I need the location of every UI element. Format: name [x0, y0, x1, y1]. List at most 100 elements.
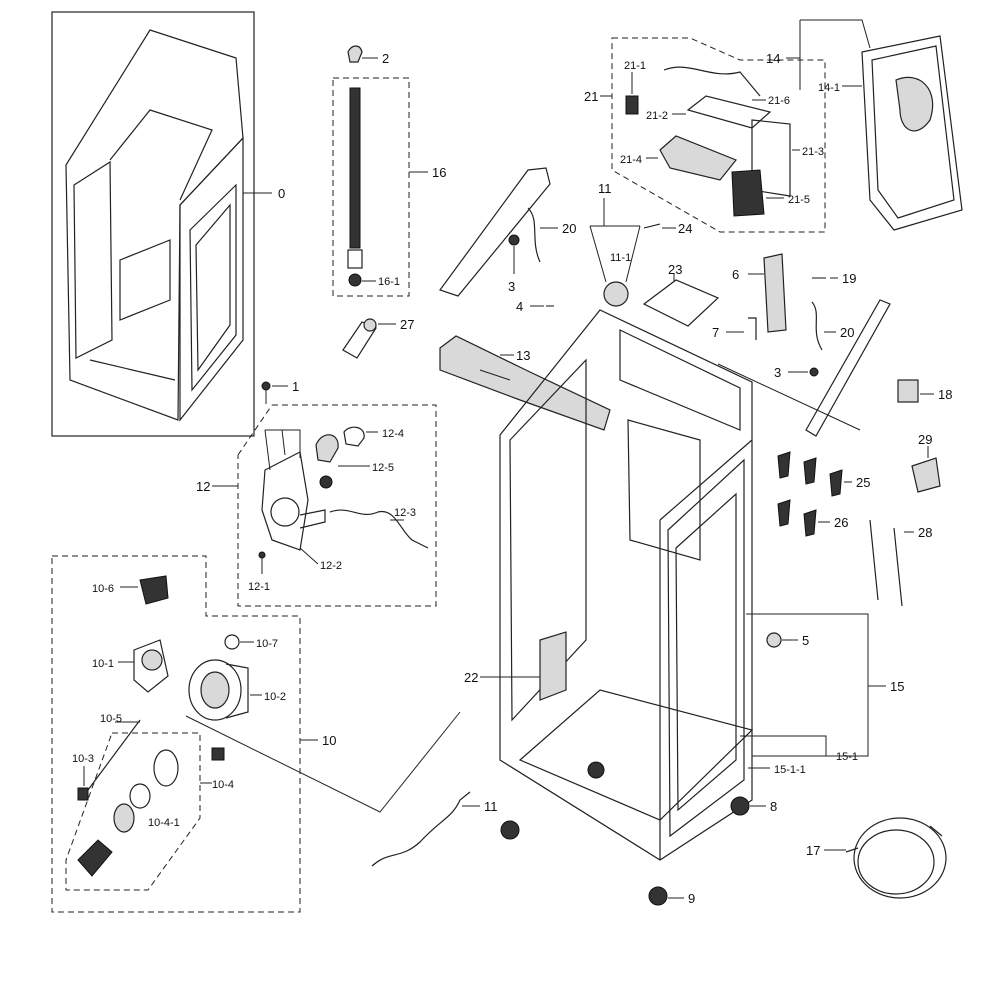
callout-12-5: 12-5: [372, 462, 394, 474]
cabinet-inset: [51, 11, 255, 437]
callout-10-4-1: 10-4-1: [148, 817, 180, 829]
spring-20b: [811, 301, 823, 351]
callout-17: 17: [806, 843, 820, 858]
sensor-21-1: [625, 95, 639, 115]
harness-11: [371, 791, 471, 867]
cabinet-assembly-0: [65, 29, 244, 421]
foot-5: [766, 632, 782, 648]
callout-24: 24: [678, 221, 692, 236]
callout-6: 6: [732, 267, 739, 282]
ring-10-7: [224, 634, 240, 650]
callout-1: 1: [292, 379, 299, 394]
clip-10-3: [77, 787, 89, 801]
callout-16-1: 16-1: [378, 276, 400, 288]
callout-15-1: 15-1: [836, 751, 858, 763]
callout-20a: 20: [562, 221, 576, 236]
group-12-box: [237, 404, 437, 607]
foot-9: [648, 886, 668, 906]
screw-1: [261, 381, 271, 391]
callout-13: 13: [516, 348, 530, 363]
cap-12-4: [343, 426, 365, 447]
group-10-4-box: [65, 732, 201, 891]
callout-18: 18: [938, 387, 952, 402]
harness-21-6: [663, 66, 761, 97]
foot-b: [500, 820, 520, 840]
callout-21: 21: [584, 89, 598, 104]
callout-21-6: 21-6: [768, 95, 790, 107]
screw-12-1: [258, 551, 266, 559]
callout-2: 2: [382, 51, 389, 66]
motor-10-1: [133, 639, 169, 693]
top-frame-13: [439, 335, 611, 431]
callout-8: 8: [770, 799, 777, 814]
callout-10-5: 10-5: [100, 713, 122, 725]
brace-3b: [805, 299, 891, 437]
valve-27: [342, 321, 377, 359]
callout-14-1: 14-1: [818, 82, 840, 94]
callout-25: 25: [856, 475, 870, 490]
hose-clamp-2: [347, 45, 363, 63]
callout-12-3: 12-3: [394, 507, 416, 519]
callout-10-7: 10-7: [256, 638, 278, 650]
callout-10-6: 10-6: [92, 583, 114, 595]
dampers-26: [777, 499, 817, 537]
inset-frame: [51, 11, 255, 437]
brace-3a: [439, 167, 551, 297]
dampers-25: [777, 451, 843, 497]
hose-17: [845, 817, 947, 899]
callout-12: 12: [196, 479, 210, 494]
callout-20b: 20: [840, 325, 854, 340]
bracket-6: [763, 253, 787, 333]
callout-12-2: 12-2: [320, 560, 342, 572]
callout-3b: 3: [774, 365, 781, 380]
foot-a: [587, 761, 605, 779]
switch-18: [897, 379, 919, 403]
callout-21-2: 21-2: [646, 110, 668, 122]
callout-12-4: 12-4: [382, 428, 404, 440]
callout-11a: 11: [598, 181, 612, 196]
callout-10: 10: [322, 733, 336, 748]
pcb-21-4: [659, 135, 737, 181]
callout-21-1: 21-1: [624, 60, 646, 72]
group-21-box: [611, 37, 826, 233]
main-cabinet: [499, 309, 754, 861]
rod-10-5: [87, 719, 141, 791]
group-16-box: [332, 77, 410, 297]
callout-23: 23: [668, 262, 682, 277]
hose-16: [349, 87, 361, 249]
foot-8: [730, 796, 750, 816]
callout-10-1: 10-1: [92, 658, 114, 670]
callout-15: 15: [890, 679, 904, 694]
callout-5: 5: [802, 633, 809, 648]
motor-29: [911, 457, 941, 493]
rod-28b: [893, 527, 903, 607]
callout-9: 9: [688, 891, 695, 906]
callout-0: 0: [278, 186, 285, 201]
callout-21-4: 21-4: [620, 154, 642, 166]
bracket-10-6: [139, 575, 169, 605]
gasket-23: [642, 279, 720, 327]
callout-21-3: 21-3: [802, 146, 824, 158]
part-11-1: [603, 281, 629, 307]
lid-14: [861, 35, 963, 231]
callout-27: 27: [400, 317, 414, 332]
pump-10-2: [188, 659, 242, 721]
callout-10-2: 10-2: [264, 691, 286, 703]
board-21-5: [731, 169, 765, 217]
callout-21-5: 21-5: [788, 194, 810, 206]
callout-19: 19: [842, 271, 856, 286]
callout-11b: 11: [484, 799, 498, 814]
rod-28a: [869, 519, 879, 601]
spring-20a: [527, 207, 541, 263]
callout-11-1: 11-1: [610, 252, 631, 264]
callout-4: 4: [516, 299, 523, 314]
callout-10-3: 10-3: [72, 753, 94, 765]
cover-21-3: [751, 119, 791, 197]
group-10-box: [51, 555, 301, 913]
callout-16: 16: [432, 165, 446, 180]
callout-26: 26: [834, 515, 848, 530]
callout-15-1-1: 15-1-1: [774, 764, 806, 776]
callout-12-1: 12-1: [248, 581, 270, 593]
